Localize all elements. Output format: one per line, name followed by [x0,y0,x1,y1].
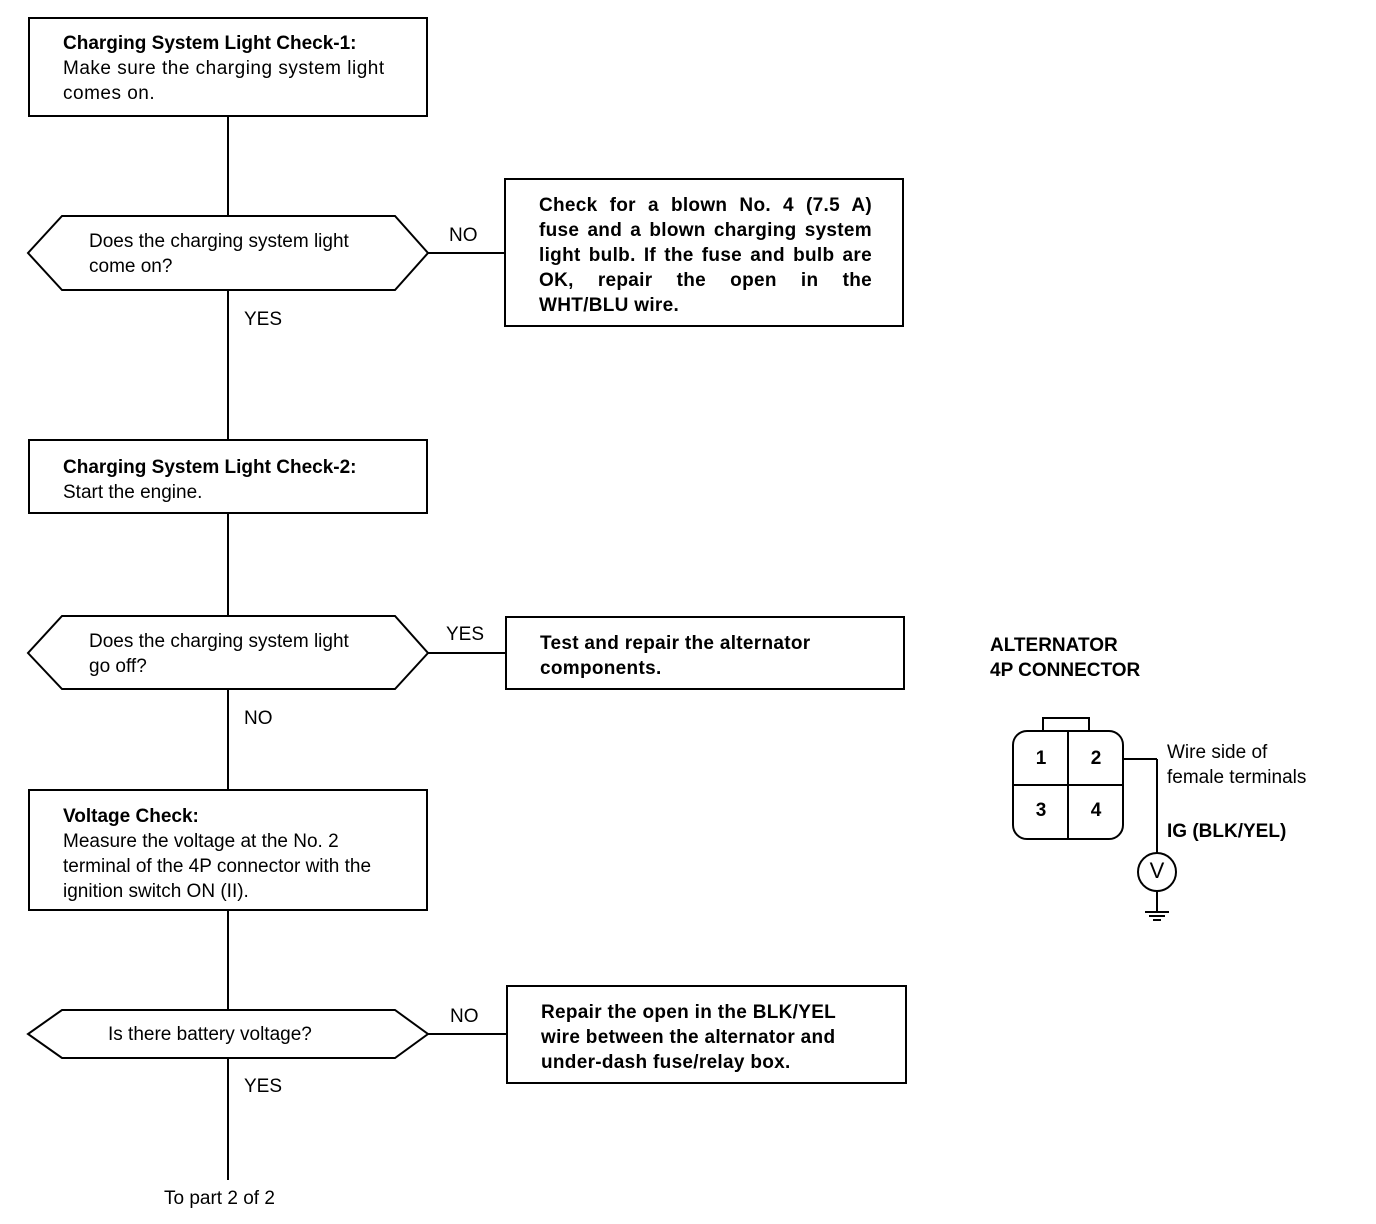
decision-shape-3 [26,1009,430,1059]
q2-yes-label: YES [446,624,485,645]
check1-body: Make sure the charging system light come… [63,58,385,104]
connector-title-line1: ALTERNATOR [990,635,1118,656]
pin-4: 4 [1090,800,1102,821]
pin-2: 2 [1090,748,1102,769]
voltage-check-title: Voltage Check: [63,806,199,827]
check2-title: Charging System Light Check-2: [63,457,357,478]
alternator-connector-drawing [1012,717,1177,921]
q2-no-label: NO [244,708,273,729]
voltmeter-symbol: V [1149,858,1165,883]
q2-text: Does the charging system light go off? [89,631,349,677]
ig-wire-label: IG (BLK/YEL) [1167,821,1287,842]
q3-no-label: NO [450,1006,479,1027]
decision-shape-1 [26,215,430,291]
q3-no-action-box: Repair the open in the BLK/YEL wire betw… [506,985,907,1084]
pin-3: 3 [1035,800,1047,821]
q2-yes-action-text: Test and repair the alternator component… [540,633,811,679]
connector-title-line2: 4P CONNECTOR [990,660,1141,681]
q3-no-action-text: Repair the open in the BLK/YEL wire betw… [541,1002,836,1073]
q3-text: Is there battery voltage? [108,1024,312,1045]
check1-box: Charging System Light Check-1: Make sure… [28,17,428,117]
wire-side-line2: female terminals [1167,767,1307,788]
voltage-check-box: Voltage Check: Measure the voltage at th… [28,789,428,911]
q1-no-label: NO [449,225,478,246]
check2-body: Start the engine. [63,482,203,503]
pin-1: 1 [1035,748,1047,769]
voltage-check-body: Measure the voltage at the No. 2 termina… [63,831,372,902]
check2-box: Charging System Light Check-2: Start the… [28,439,428,514]
continue-label: To part 2 of 2 [164,1188,275,1209]
q1-yes-label: YES [244,309,283,330]
q1-text: Does the charging system light come on? [89,231,349,277]
decision-shape-2 [26,615,430,690]
q3-yes-label: YES [244,1076,283,1097]
q1-no-action-box: Check for a blown No. 4 (7.5 A) fuse and… [504,178,904,327]
check1-title: Charging System Light Check-1: [63,33,357,54]
q1-no-action-text: Check for a blown No. 4 (7.5 A) fuse and… [539,195,872,316]
q2-yes-action-box: Test and repair the alternator component… [505,616,905,690]
wire-side-line1: Wire side of [1167,742,1268,763]
